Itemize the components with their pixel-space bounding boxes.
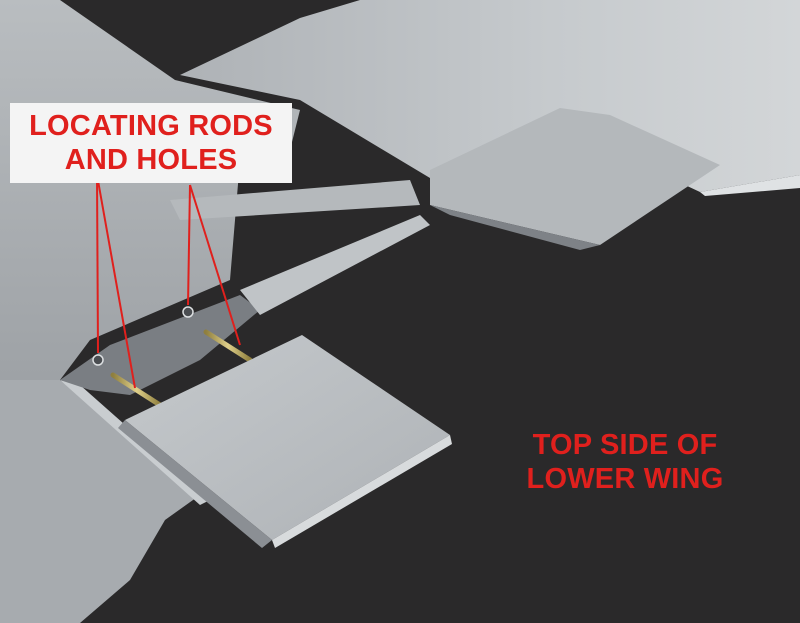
lower-wing-front — [0, 380, 200, 623]
upper-flap-shadow — [430, 205, 600, 250]
lower-flap-edge — [118, 420, 272, 548]
annotation-leader-lines — [96, 174, 241, 389]
locating-rod-2 — [203, 329, 253, 363]
lower-flap — [125, 335, 450, 540]
locating-hole-1 — [92, 354, 104, 366]
locating-rods-label: LOCATING RODS AND HOLES — [10, 103, 292, 183]
upper-wing-edge — [700, 175, 800, 196]
lower-flap-edge-front — [272, 435, 452, 548]
locating-rod-1 — [110, 372, 163, 408]
locating-hole-2 — [182, 306, 194, 318]
rib-1 — [170, 180, 420, 220]
wing-side-label: TOP SIDE OF LOWER WING — [526, 429, 724, 495]
rib-2 — [240, 215, 430, 315]
slot-recess — [60, 295, 260, 395]
upper-flap — [430, 108, 720, 245]
wing-leading-edge — [60, 380, 210, 505]
lower-wing-panel — [0, 0, 300, 380]
